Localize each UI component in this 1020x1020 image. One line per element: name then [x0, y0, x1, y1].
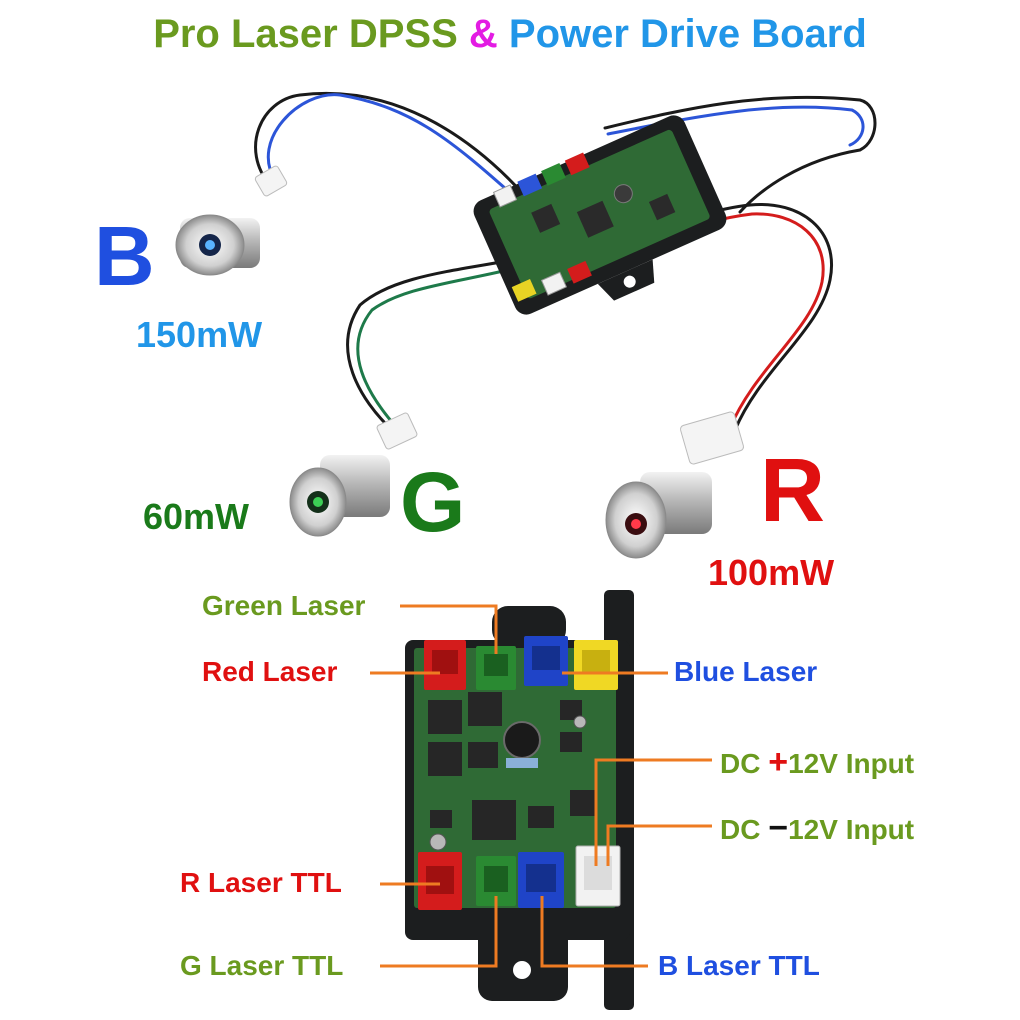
minus-icon: −: [768, 809, 789, 847]
wires: [254, 91, 877, 432]
driver-board-top: [473, 115, 727, 315]
title-part2: Power Drive Board: [508, 12, 867, 56]
callout-r-laser-ttl: R Laser TTL: [180, 867, 342, 898]
callout-green-laser: Green Laser: [202, 590, 366, 621]
driver-board-bottom: [405, 590, 634, 1010]
title-part1: Pro Laser DPSS: [153, 12, 458, 56]
dc-minus-prefix: DC: [720, 814, 761, 845]
blue-laser-power: 150mW: [136, 314, 263, 355]
dc-minus-suffix: 12V Input: [788, 814, 915, 845]
blue-laser-letter: B: [94, 209, 155, 303]
dc-plus-prefix: DC: [720, 748, 761, 779]
callout-red-laser: Red Laser: [202, 656, 338, 687]
red-laser-letter: R: [760, 441, 825, 541]
callout-blue-laser: Blue Laser: [674, 656, 818, 687]
callout-lines: [370, 604, 712, 968]
callout-dc-minus-input: DC −12V Input: [720, 809, 914, 848]
laser-module-green: [289, 412, 418, 537]
callout-b-laser-ttl: B Laser TTL: [658, 950, 820, 981]
red-laser-power: 100mW: [708, 552, 835, 593]
green-laser-letter: G: [400, 455, 466, 549]
callout-dc-plus-input: DC +12V Input: [720, 743, 914, 782]
green-laser-power: 60mW: [143, 496, 250, 537]
plus-icon: +: [768, 743, 789, 781]
laser-module-blue: [175, 165, 288, 286]
laser-module-red: [605, 411, 744, 559]
title-amp: &: [468, 12, 498, 56]
callout-g-laser-ttl: G Laser TTL: [180, 950, 344, 981]
dc-plus-suffix: 12V Input: [788, 748, 915, 779]
page-title: Pro Laser DPSS & Power Drive Board: [0, 12, 1020, 57]
